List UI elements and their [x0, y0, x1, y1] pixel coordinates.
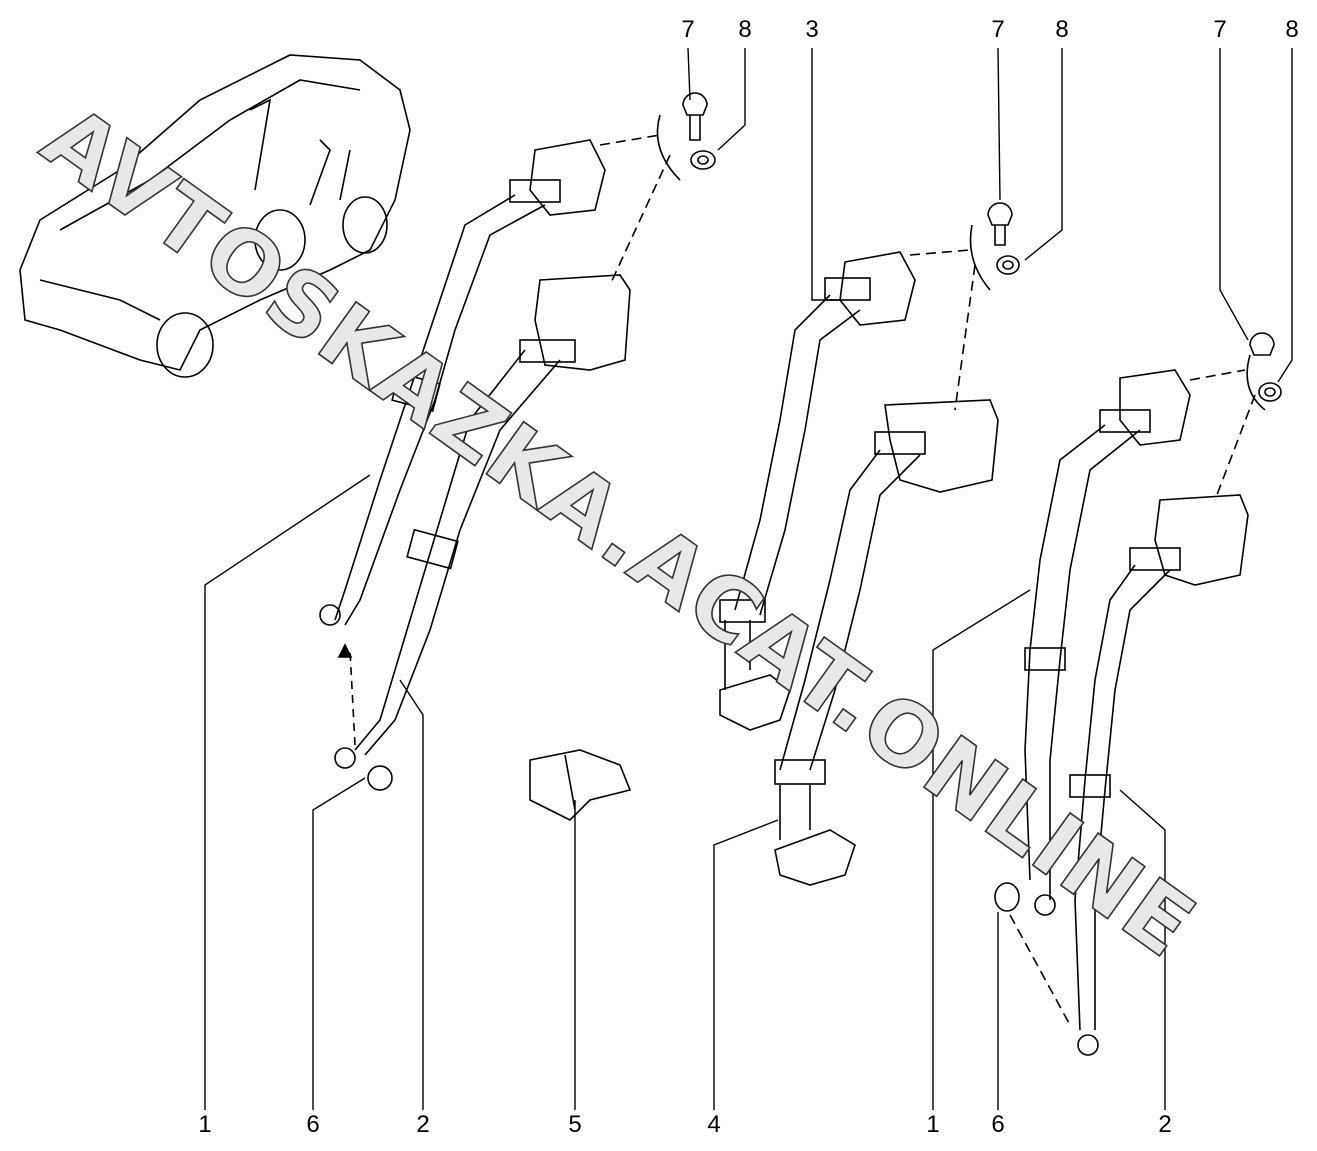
- callout-6: 6: [306, 1111, 320, 1138]
- callout-7: 7: [681, 16, 695, 43]
- callout-8: 8: [738, 16, 752, 43]
- callout-5: 5: [568, 1111, 582, 1138]
- car-thumbnail: [19, 54, 411, 378]
- callout-1: 1: [926, 1111, 940, 1138]
- belt-assembly-1: [319, 92, 716, 791]
- callout-8: 8: [1055, 16, 1069, 43]
- leader-lines: [204, 47, 1293, 1110]
- buckle-5: [529, 749, 632, 821]
- callout-4: 4: [707, 1111, 721, 1138]
- callout-2: 2: [416, 1111, 430, 1138]
- belt-assembly-right: [994, 332, 1282, 1056]
- callout-6: 6: [991, 1111, 1005, 1138]
- callout-3: 3: [805, 16, 819, 43]
- callout-1: 1: [198, 1111, 212, 1138]
- callout-8: 8: [1285, 16, 1299, 43]
- callout-7: 7: [1213, 16, 1227, 43]
- callout-2: 2: [1158, 1111, 1172, 1138]
- callout-7: 7: [991, 16, 1005, 43]
